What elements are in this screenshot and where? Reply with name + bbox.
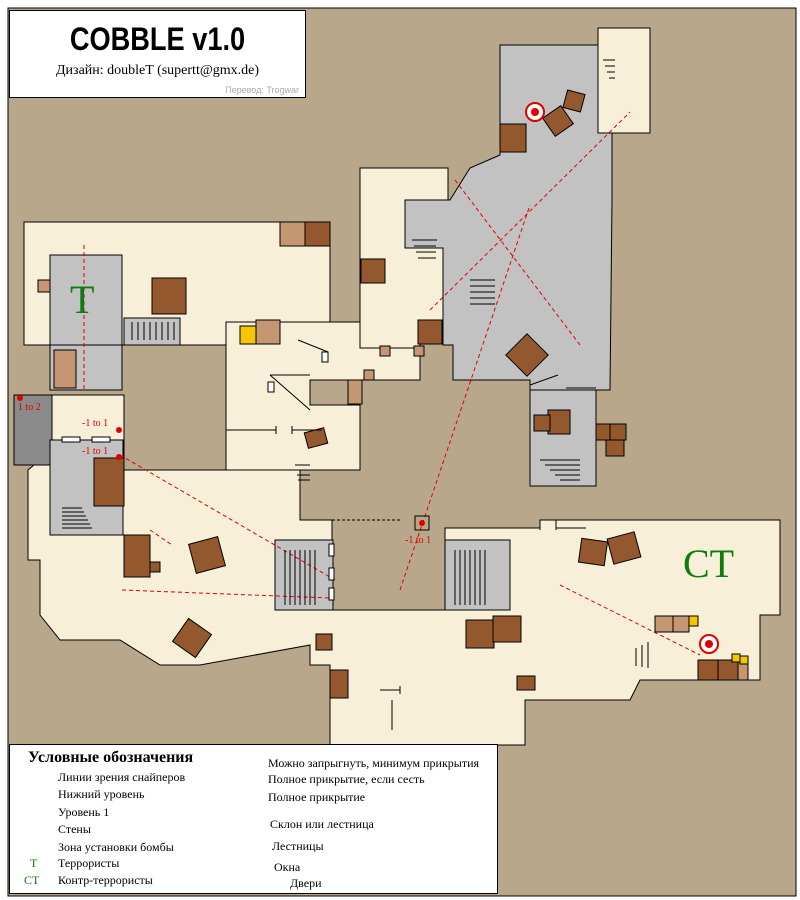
windows xyxy=(61,351,335,601)
stairs-label: -1 to 1 xyxy=(82,418,109,429)
legend: Условные обозначения Линии зрения снайпе… xyxy=(9,744,498,894)
map-title: COBBLE v1.0 xyxy=(69,21,246,57)
stairs-label: -1 to 1 xyxy=(405,535,432,546)
stairs-label: 1 to 2 xyxy=(18,402,41,413)
stairs-box xyxy=(414,515,430,531)
legend-title: Условные обозначения xyxy=(28,749,194,766)
legend-lower-level: Нижний уровень xyxy=(58,787,145,801)
legend-level1: Уровень 1 xyxy=(58,805,110,819)
legend-terrorists: Террористы xyxy=(58,856,120,870)
legend-slope: Склон или лестница xyxy=(270,817,374,831)
legend-bomb-zone: Зона установки бомбы xyxy=(58,840,174,854)
slope-marks xyxy=(62,59,649,668)
t-spawn-label: T xyxy=(70,277,95,322)
legend-ct-symbol: CT xyxy=(24,873,40,887)
stairs-markers xyxy=(17,395,425,526)
stairs-label: -1 to 1 xyxy=(82,446,109,457)
legend-sniper-lines: Линии зрения снайперов xyxy=(58,770,186,784)
sniper-lines xyxy=(83,111,701,656)
legend-t-symbol: T xyxy=(30,856,38,870)
cover-blocks xyxy=(37,89,749,699)
bomb-site-a xyxy=(525,102,545,122)
title-box: COBBLE v1.0 Дизайн: doubleT (supertt@gmx… xyxy=(9,10,306,98)
legend-walls: Стены xyxy=(58,822,91,836)
lower-level-floor xyxy=(13,44,613,611)
legend-jump-cover: Можно запрыгнуть, минимум прикрытия xyxy=(268,756,480,770)
bomb-site-b xyxy=(699,634,719,654)
legend-counter-terrorists: Контр-террористы xyxy=(58,873,153,887)
legend-windows: Окна xyxy=(274,860,301,874)
hatched-box xyxy=(53,349,77,389)
ct-spawn-label: CT xyxy=(683,541,735,586)
legend-crouch-cover: Полное прикрытие, если сесть xyxy=(268,772,425,786)
legend-doors: Двери xyxy=(290,876,322,890)
legend-full-cover: Полное прикрытие xyxy=(268,790,366,804)
legend-stairs: Лестницы xyxy=(272,839,324,853)
doors xyxy=(226,339,596,730)
translation-credit: Перевод: Trogwar xyxy=(225,85,299,95)
map-designer: Дизайн: doubleT (supertt@gmx.de) xyxy=(56,63,259,78)
